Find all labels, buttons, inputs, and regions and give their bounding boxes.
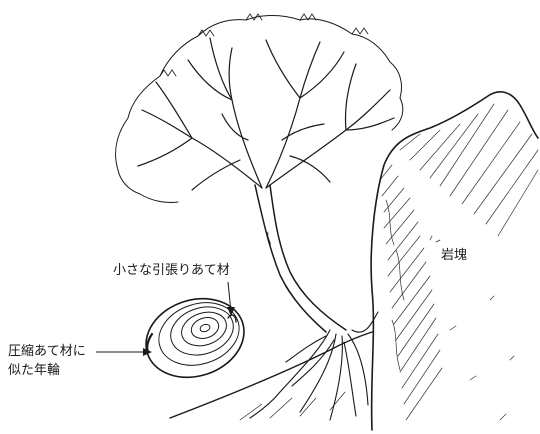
tension-wood-arrow <box>227 282 235 316</box>
tree-crown-outline <box>116 14 403 203</box>
tree-trunk <box>255 185 346 332</box>
compression-ring-arrow <box>96 348 152 356</box>
compression-wood-label-line1: 圧縮あて材に <box>8 343 86 361</box>
trunk-cross-section <box>136 286 255 389</box>
tree-roots <box>250 312 378 420</box>
compression-wood-label-line2: 似た年輪 <box>8 362 60 380</box>
rock-label: 岩塊 <box>441 247 467 265</box>
tension-wood-label: 小さな引張りあて材 <box>113 262 230 280</box>
tree-branches <box>138 38 394 190</box>
